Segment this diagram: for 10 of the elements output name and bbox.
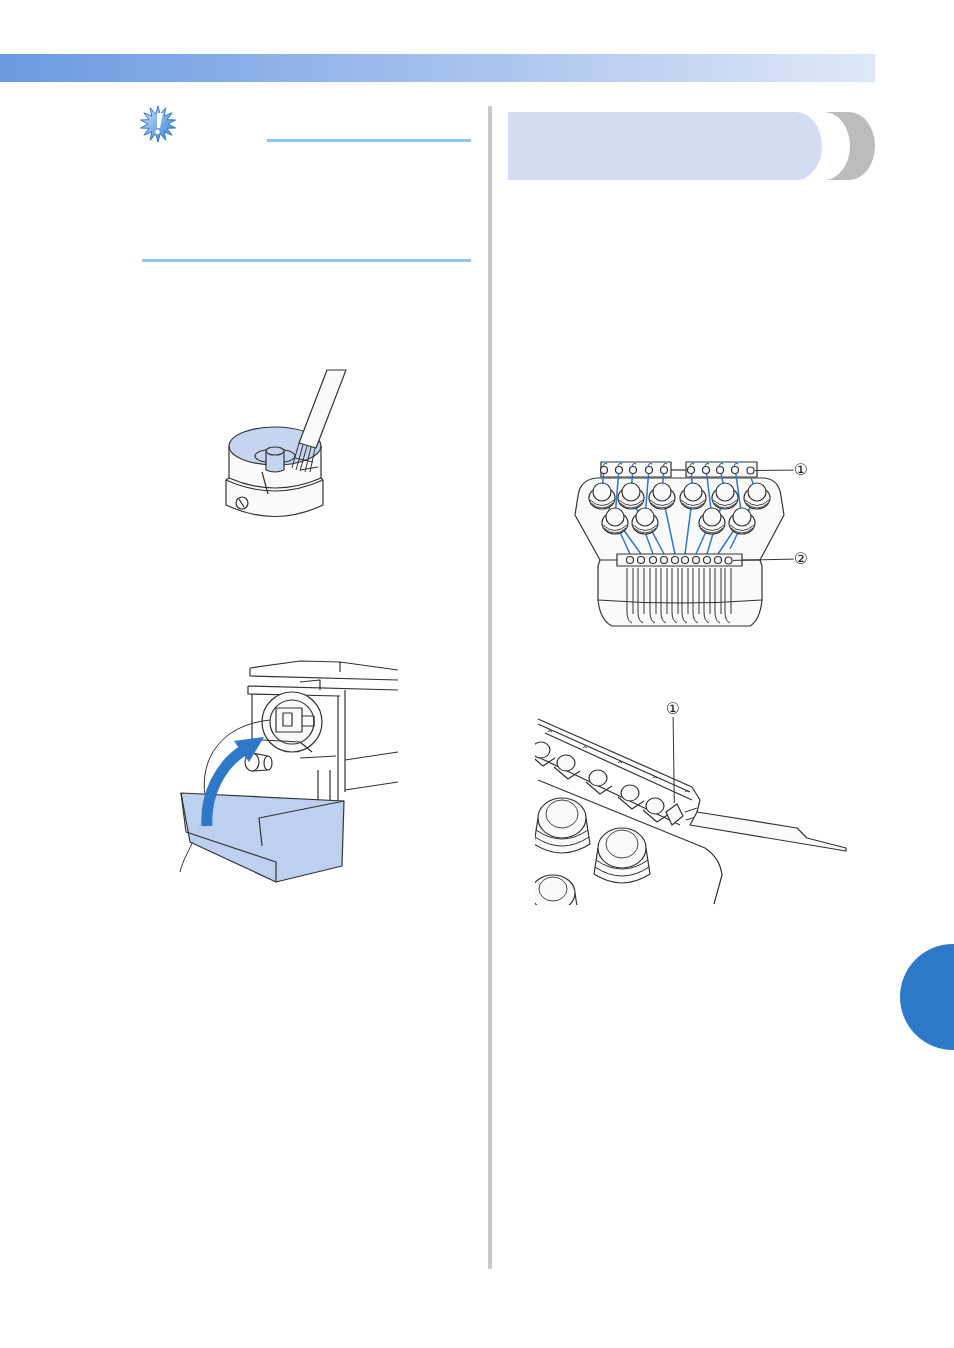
leader-line	[732, 558, 795, 561]
thread-guide	[665, 803, 684, 826]
callout-number: ①	[793, 462, 809, 478]
thread-guide-hole	[746, 466, 755, 475]
chapter-tab	[900, 944, 954, 1050]
callout-number: ②	[793, 551, 809, 567]
leader-line	[672, 716, 675, 804]
thread-guide-hole	[724, 556, 733, 565]
leader-line	[754, 469, 795, 471]
callout-number: ①	[665, 701, 681, 717]
